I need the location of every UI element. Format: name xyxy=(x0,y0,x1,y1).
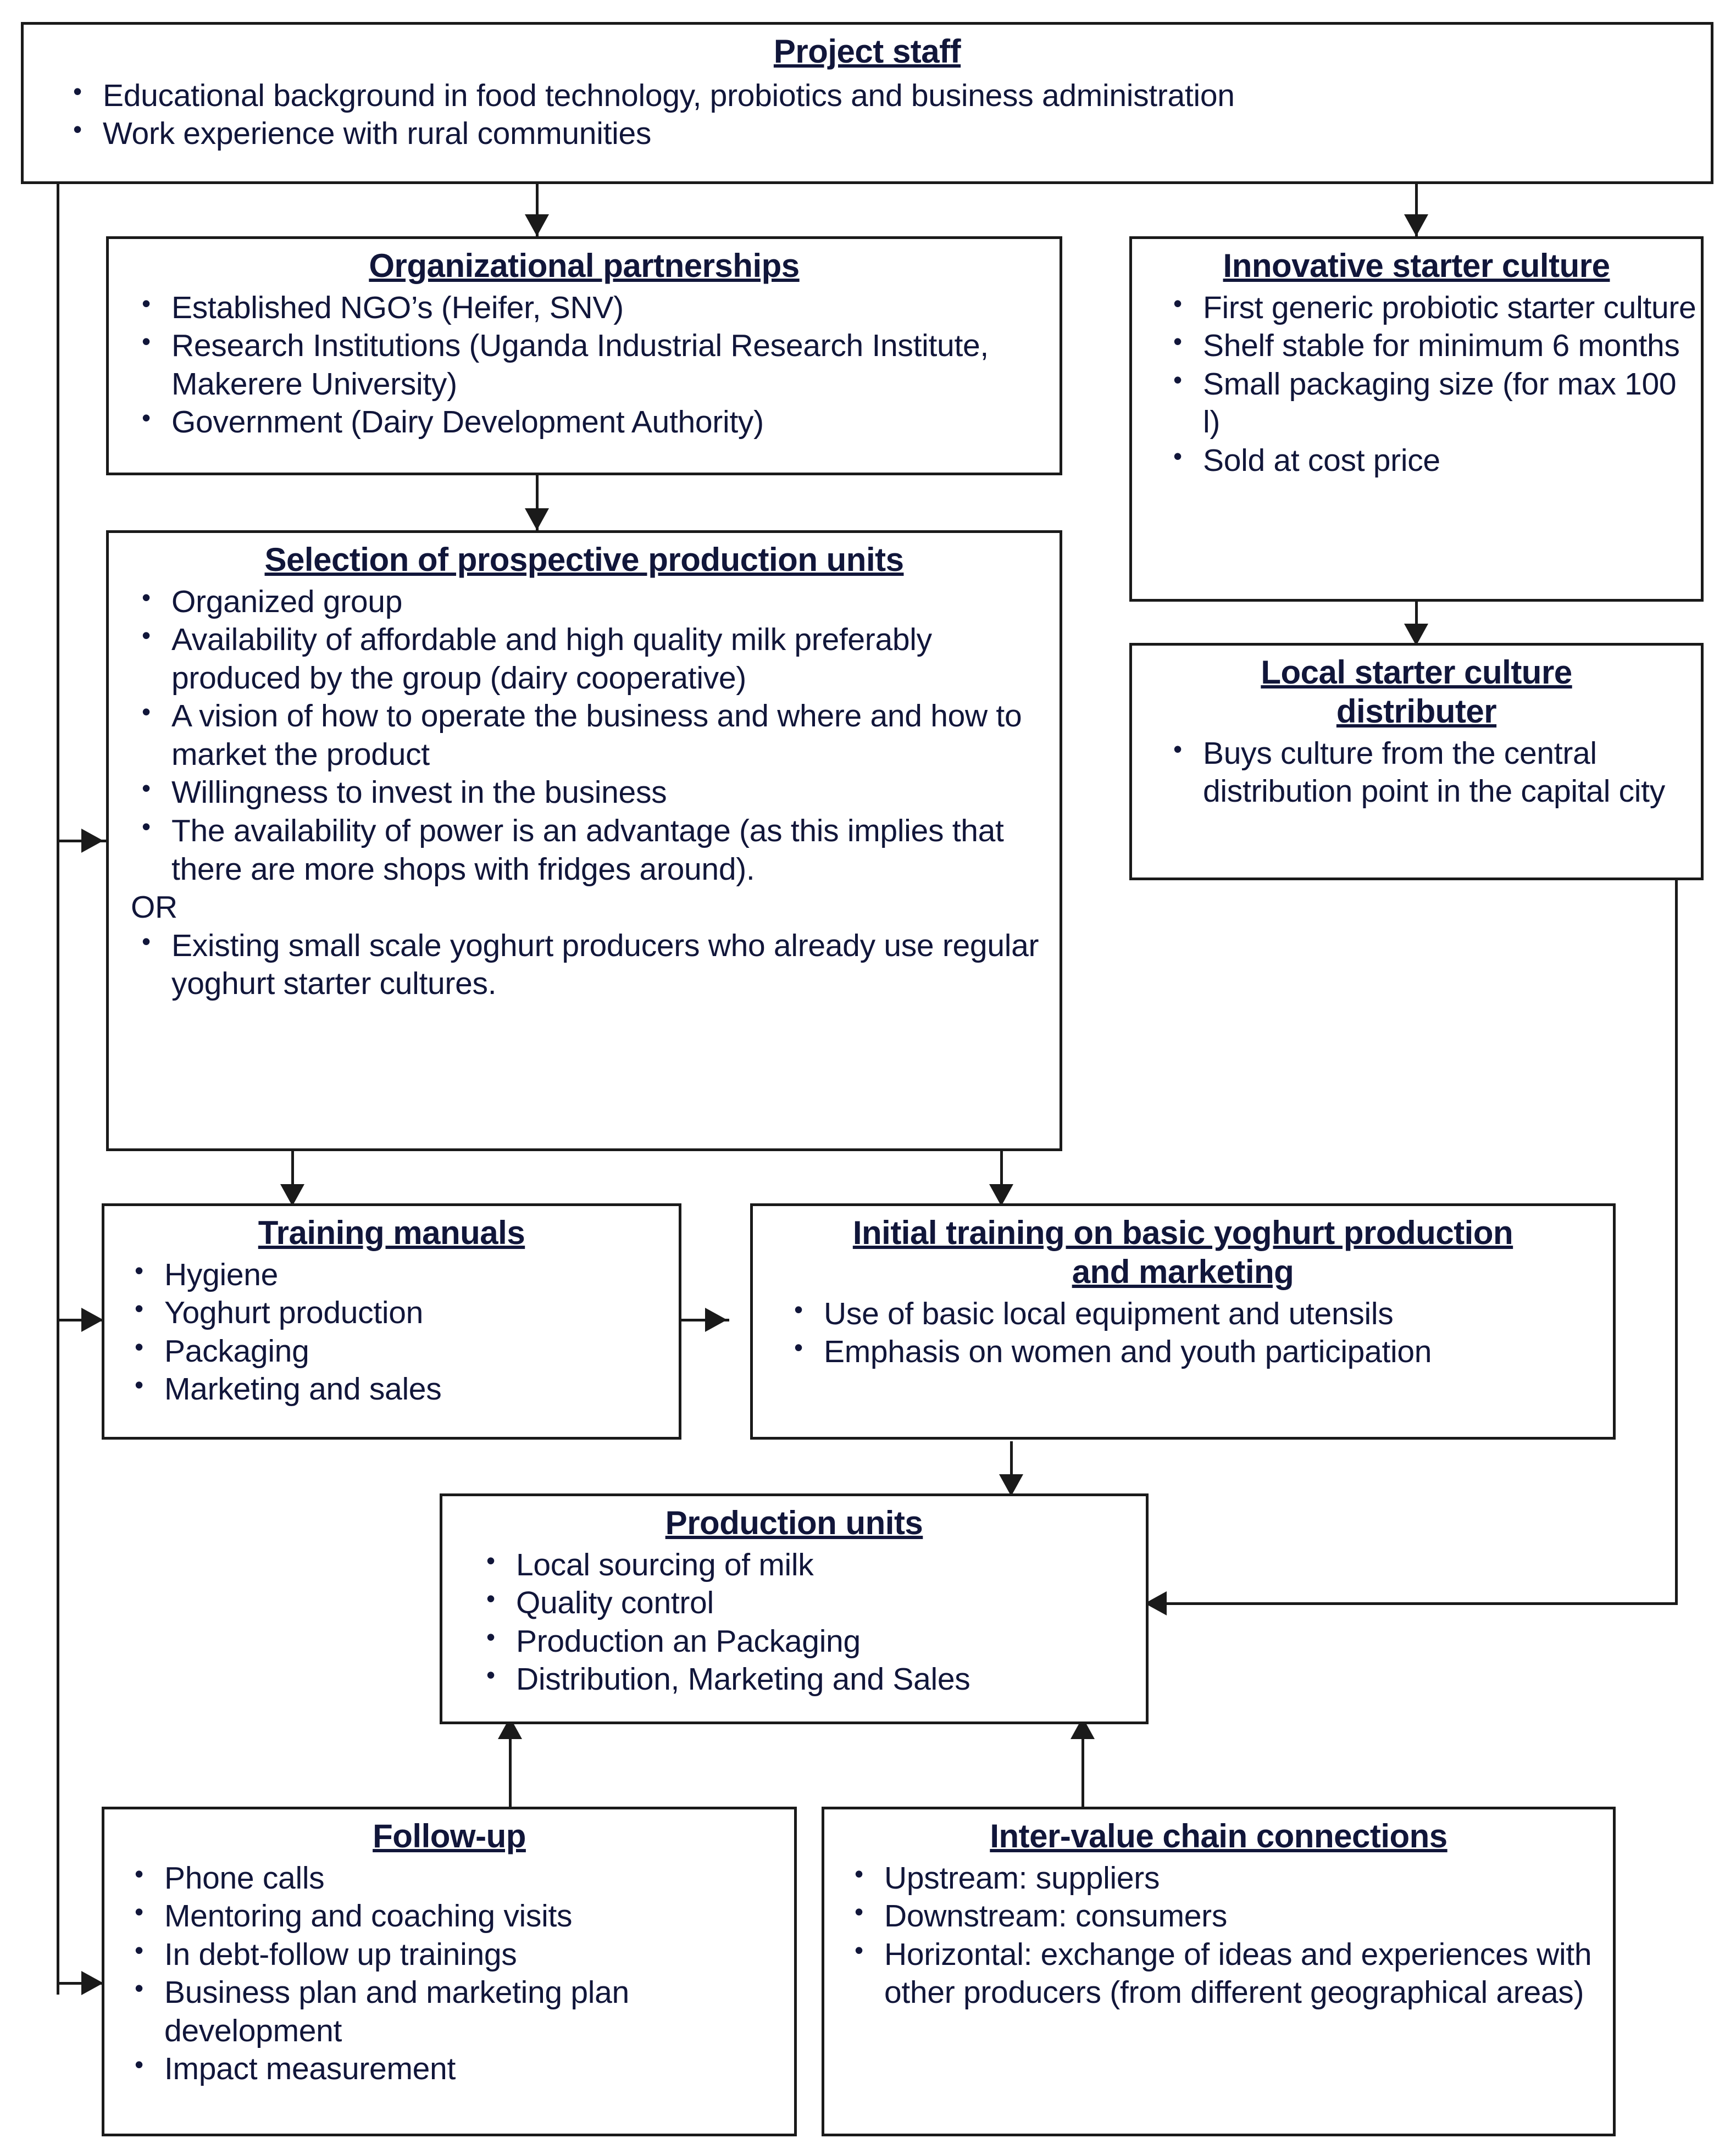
arrowhead-staff-to-starter-culture xyxy=(1404,214,1428,236)
arrowhead-selection-to-initial-training xyxy=(989,1184,1013,1206)
node-body-training-manuals: Hygiene Yoghurt production Packaging Mar… xyxy=(104,1253,679,1409)
list-item: Educational background in food technolog… xyxy=(62,76,1711,115)
connector-training-manuals-to-initial-training xyxy=(680,1319,729,1321)
list-item: Emphasis on women and youth participatio… xyxy=(783,1332,1613,1371)
node-body-follow-up: Phone calls Mentoring and coaching visit… xyxy=(104,1856,794,2089)
node-title-organizational-partnerships: Organizational partnerships xyxy=(369,247,800,284)
connector-selection-to-training-manuals xyxy=(291,1151,294,1206)
list-item: Research Institutions (Uganda Industrial… xyxy=(131,326,1060,403)
list-item: Phone calls xyxy=(124,1858,794,1898)
connector-production-units-follow-up xyxy=(509,1723,512,1827)
node-body-innovative-starter-culture: First generic probiotic starter culture … xyxy=(1132,286,1701,480)
node-body-production-units: Local sourcing of milk Quality control P… xyxy=(442,1543,1146,1699)
list-item: First generic probiotic starter culture xyxy=(1162,288,1701,327)
node-follow-up[interactable]: Follow-up Phone calls Mentoring and coac… xyxy=(102,1807,797,2136)
list-item: Hygiene xyxy=(124,1255,679,1295)
list-item: Availability of affordable and high qual… xyxy=(131,620,1060,697)
node-title-follow-up: Follow-up xyxy=(373,1818,526,1854)
list-item: Downstream: consumers xyxy=(844,1896,1613,1936)
list-item: Distribution, Marketing and Sales xyxy=(475,1659,1146,1699)
list-item: Marketing and sales xyxy=(124,1369,679,1409)
node-title-inter-value-chain-connections: Inter-value chain connections xyxy=(990,1818,1447,1854)
list-item: Production an Packaging xyxy=(475,1621,1146,1661)
list-item: Business plan and marketing plan develop… xyxy=(124,1973,794,2050)
node-project-staff[interactable]: Project staff Educational background in … xyxy=(21,22,1713,184)
arrowhead-staff-to-partnerships xyxy=(525,214,549,236)
list-item: Mentoring and coaching visits xyxy=(124,1896,794,1936)
node-title-local-starter-culture-distributer: Local starter culture distributer xyxy=(1261,654,1572,730)
connector-staff-left-spine xyxy=(57,181,59,1995)
list-item: Use of basic local equipment and utensil… xyxy=(783,1294,1613,1334)
node-body-organizational-partnerships: Established NGO’s (Heifer, SNV) Research… xyxy=(109,286,1060,442)
connector-production-units-inter-value-chain xyxy=(1081,1723,1084,1827)
list-item: Existing small scale yoghurt producers w… xyxy=(131,926,1060,1003)
arrowhead-spine-to-selection xyxy=(81,829,103,853)
node-body-selection-alternate: Existing small scale yoghurt producers w… xyxy=(109,926,1060,1003)
connector-distributer-to-production-units xyxy=(1165,1602,1678,1605)
node-body-initial-training: Use of basic local equipment and utensil… xyxy=(753,1292,1613,1371)
node-title-training-manuals: Training manuals xyxy=(258,1214,525,1251)
list-item: A vision of how to operate the business … xyxy=(131,696,1060,774)
arrowhead-selection-to-training-manuals xyxy=(280,1184,304,1206)
arrowhead-partnerships-to-selection xyxy=(525,508,549,530)
list-item: Buys culture from the central distributi… xyxy=(1162,734,1701,811)
list-item: Local sourcing of milk xyxy=(475,1545,1146,1585)
list-item: Small packaging size (for max 100 l) xyxy=(1162,364,1701,442)
list-item: Sold at cost price xyxy=(1162,441,1701,480)
node-local-starter-culture-distributer[interactable]: Local starter culture distributer Buys c… xyxy=(1129,643,1704,880)
arrowhead-spine-to-follow-up xyxy=(81,1971,103,1995)
list-item: Willingness to invest in the business xyxy=(131,773,1060,812)
list-item: In debt-follow up trainings xyxy=(124,1935,794,1974)
node-production-units[interactable]: Production units Local sourcing of milk … xyxy=(440,1493,1149,1724)
list-item: Horizontal: exchange of ideas and experi… xyxy=(844,1935,1613,2012)
node-training-manuals[interactable]: Training manuals Hygiene Yoghurt product… xyxy=(102,1203,681,1440)
node-innovative-starter-culture[interactable]: Innovative starter culture First generic… xyxy=(1129,236,1704,602)
node-body-inter-value-chain-connections: Upstream: suppliers Downstream: consumer… xyxy=(824,1856,1613,2012)
connector-starter-culture-to-distributer xyxy=(1415,602,1418,643)
node-initial-training[interactable]: Initial training on basic yoghurt produc… xyxy=(750,1203,1616,1440)
list-item: Packaging xyxy=(124,1331,679,1371)
list-item: Upstream: suppliers xyxy=(844,1858,1613,1898)
arrowhead-starter-culture-to-distributer xyxy=(1404,624,1428,646)
connector-selection-to-initial-training xyxy=(1000,1151,1003,1206)
node-body-selection-primary: Organized group Availability of affordab… xyxy=(109,580,1060,888)
node-body-local-starter-culture-distributer: Buys culture from the central distributi… xyxy=(1132,731,1701,811)
list-item: Impact measurement xyxy=(124,2049,794,2089)
list-item: Organized group xyxy=(131,582,1060,621)
node-selection-of-prospective-production-units[interactable]: Selection of prospective production unit… xyxy=(106,530,1062,1151)
list-item: Yoghurt production xyxy=(124,1293,679,1332)
node-organizational-partnerships[interactable]: Organizational partnerships Established … xyxy=(106,236,1062,475)
list-item: The availability of power is an advantag… xyxy=(131,811,1060,888)
list-item: Shelf stable for minimum 6 months xyxy=(1162,326,1701,365)
arrowhead-training-manuals-to-initial-training xyxy=(705,1308,727,1332)
node-body-project-staff: Educational background in food technolog… xyxy=(24,71,1711,153)
node-title-innovative-starter-culture: Innovative starter culture xyxy=(1223,247,1610,284)
node-title-project-staff: Project staff xyxy=(773,33,961,70)
list-item: Government (Dairy Development Authority) xyxy=(131,402,1060,442)
list-item: Established NGO’s (Heifer, SNV) xyxy=(131,288,1060,327)
connector-staff-to-partnerships xyxy=(536,181,539,236)
list-item: Work experience with rural communities xyxy=(62,114,1711,153)
connector-initial-training-to-production-units xyxy=(1010,1441,1013,1496)
list-item: Quality control xyxy=(475,1583,1146,1623)
selection-separator-or: OR xyxy=(131,890,178,925)
node-title-initial-training: Initial training on basic yoghurt produc… xyxy=(852,1214,1513,1290)
node-title-production-units: Production units xyxy=(665,1504,923,1541)
arrowhead-initial-training-to-production-units xyxy=(999,1474,1023,1496)
node-inter-value-chain-connections[interactable]: Inter-value chain connections Upstream: … xyxy=(822,1807,1616,2136)
node-title-selection-of-prospective-production-units: Selection of prospective production unit… xyxy=(264,541,904,578)
arrowhead-spine-to-training-manuals xyxy=(81,1308,103,1332)
connector-distributer-right-spine xyxy=(1675,879,1678,1604)
connector-partnerships-to-selection xyxy=(536,475,539,530)
connector-staff-to-starter-culture xyxy=(1415,181,1418,236)
